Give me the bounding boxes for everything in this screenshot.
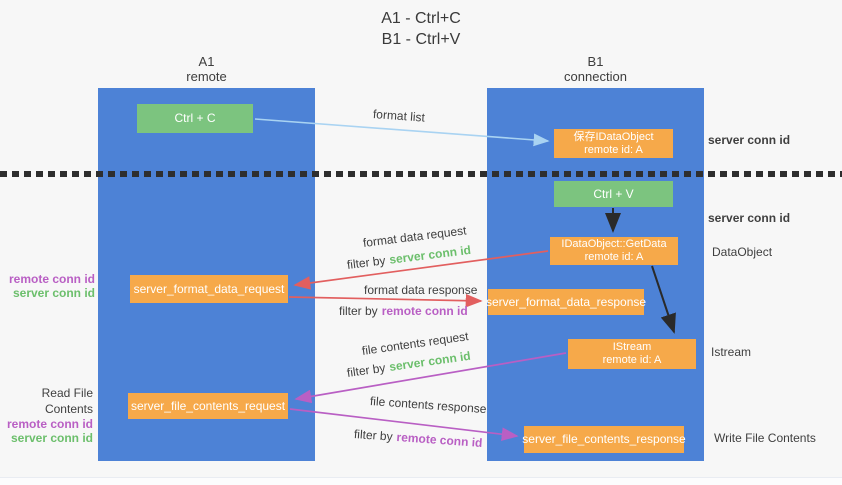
page-bottom-edge xyxy=(0,477,842,485)
annotation-remote-conn-id-2: remote conn id xyxy=(6,417,93,431)
title-line-1: A1 - Ctrl+C xyxy=(381,10,461,27)
annotation-format-conn-ids: remote conn id server conn id xyxy=(0,272,95,300)
node-server-format-data-response: server_format_data_response xyxy=(485,289,647,315)
node-format-response-label: server_format_data_response xyxy=(485,294,647,309)
node-ctrl-c-label: Ctrl + C xyxy=(174,111,216,125)
node-getdata-line2: remote id: A xyxy=(584,251,644,263)
annotation-read-file-contents: Read File Contents xyxy=(41,386,93,416)
lane-header-a1: A1 remote xyxy=(98,54,315,84)
node-ctrl-v: Ctrl + V xyxy=(554,181,673,207)
edge-label-file-contents-response: file contents response xyxy=(369,394,487,417)
node-save-idataobject: 保存IDataObject remote id: A xyxy=(554,129,673,158)
machine-boundary-dotted-line xyxy=(0,171,842,177)
node-server-format-data-request: server_format_data_request xyxy=(130,275,288,303)
edge-label-format-list: format list xyxy=(372,107,426,125)
node-save-idataobject-line2: remote id: A xyxy=(584,143,643,156)
lane-b1-name: B1 xyxy=(587,54,604,69)
node-idataobject-getdata: IDataObject::GetData remote id: A xyxy=(550,237,678,265)
arrow-format-data-response xyxy=(288,293,483,308)
lane-a1-type: remote xyxy=(186,69,227,84)
node-istream: IStream remote id: A xyxy=(568,339,696,369)
lane-b1-type: connection xyxy=(564,69,627,84)
annotation-server-conn-id-left-2: server conn id xyxy=(10,431,93,445)
remote-conn-id-text: remote conn id xyxy=(396,429,483,450)
diagram-title: A1 - Ctrl+C B1 - Ctrl+V xyxy=(0,8,842,50)
server-conn-id-text: server conn id xyxy=(388,242,472,267)
node-ctrl-c: Ctrl + C xyxy=(137,104,253,133)
node-getdata-line1: IDataObject::GetData xyxy=(561,238,667,250)
annotation-read-file-contents-block: Read File Contents remote conn id server… xyxy=(0,385,93,445)
node-file-request-label: server_file_contents_request xyxy=(130,398,286,413)
lane-header-b1: B1 connection xyxy=(487,54,704,84)
lane-a1-name: A1 xyxy=(198,54,215,69)
annotation-server-conn-id-mid: server conn id xyxy=(708,211,791,225)
remote-conn-id-text: remote conn id xyxy=(381,304,468,318)
node-ctrl-v-label: Ctrl + V xyxy=(593,186,634,201)
node-file-response-label: server_file_contents_response xyxy=(522,432,686,446)
annotation-server-conn-id-left-1: server conn id xyxy=(12,286,95,300)
annotation-remote-conn-id-1: remote conn id xyxy=(8,272,95,286)
annotation-write-file-contents: Write File Contents xyxy=(714,431,816,445)
node-istream-line2: remote id: A xyxy=(602,354,662,366)
title-line-2: B1 - Ctrl+V xyxy=(381,31,461,48)
annotation-server-conn-id-top: server conn id xyxy=(708,133,791,147)
annotation-istream: Istream xyxy=(711,345,752,359)
node-istream-line1: IStream xyxy=(612,341,652,353)
annotation-dataobject: DataObject xyxy=(712,245,773,259)
node-format-request-label: server_format_data_request xyxy=(133,281,285,296)
node-server-file-contents-response: server_file_contents_response xyxy=(522,426,686,453)
edge-label-format-data-response: format data response xyxy=(364,283,478,297)
node-server-file-contents-request: server_file_contents_request xyxy=(128,393,288,419)
node-save-idataobject-line1: 保存IDataObject xyxy=(573,130,654,143)
